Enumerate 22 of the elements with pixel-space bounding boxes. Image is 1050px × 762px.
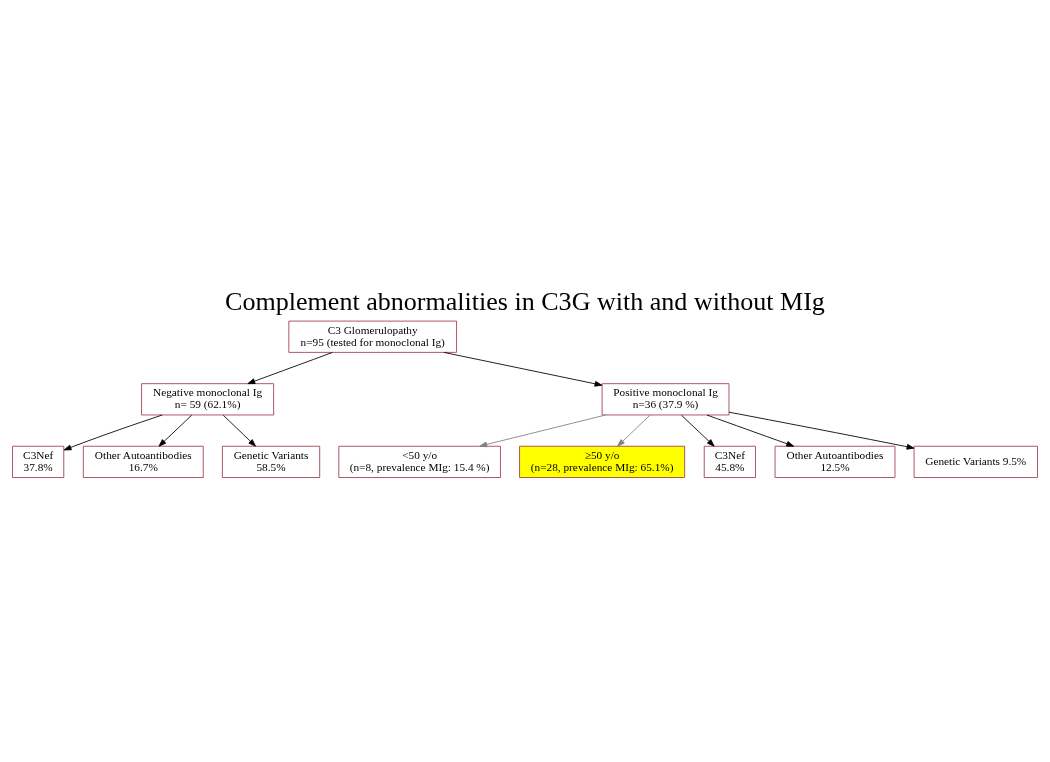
arrow	[222, 414, 256, 447]
arrow	[617, 414, 651, 447]
node-box: Other Autoantibodies 12.5%	[774, 445, 896, 478]
node-box: C3 Glomerulopathy n=95 (tested for monoclonal Ig)	[288, 320, 457, 353]
node-box: Other Autoantibodies 16.7%	[82, 445, 204, 478]
node-box: Genetic Variants 58.5%	[221, 445, 321, 478]
arrow	[681, 414, 715, 447]
node-box: <50 y/o (n=8, prevalence MIg: 15.4 %)	[338, 445, 501, 478]
arrow	[443, 351, 603, 387]
arrow	[706, 414, 795, 447]
node-box: Positive monoclonal Ig n=36 (37.9 %)	[601, 382, 730, 415]
arrow	[728, 411, 915, 450]
node-box: Negative monoclonal Ig n= 59 (62.1%)	[141, 382, 275, 415]
diagram-title: Complement abnormalities in C3G with and without MIg	[225, 286, 825, 316]
node-box: C3Nef 45.8%	[703, 445, 756, 478]
arrow	[247, 351, 333, 384]
node-box: Genetic Variants 9.5%	[913, 445, 1038, 478]
node-box: ≥50 y/o (n=28, prevalence MIg: 65.1%)	[519, 445, 686, 478]
arrow	[63, 414, 163, 450]
arrow	[158, 414, 193, 447]
arrow	[479, 414, 607, 447]
node-box: C3Nef 37.8%	[12, 445, 65, 478]
